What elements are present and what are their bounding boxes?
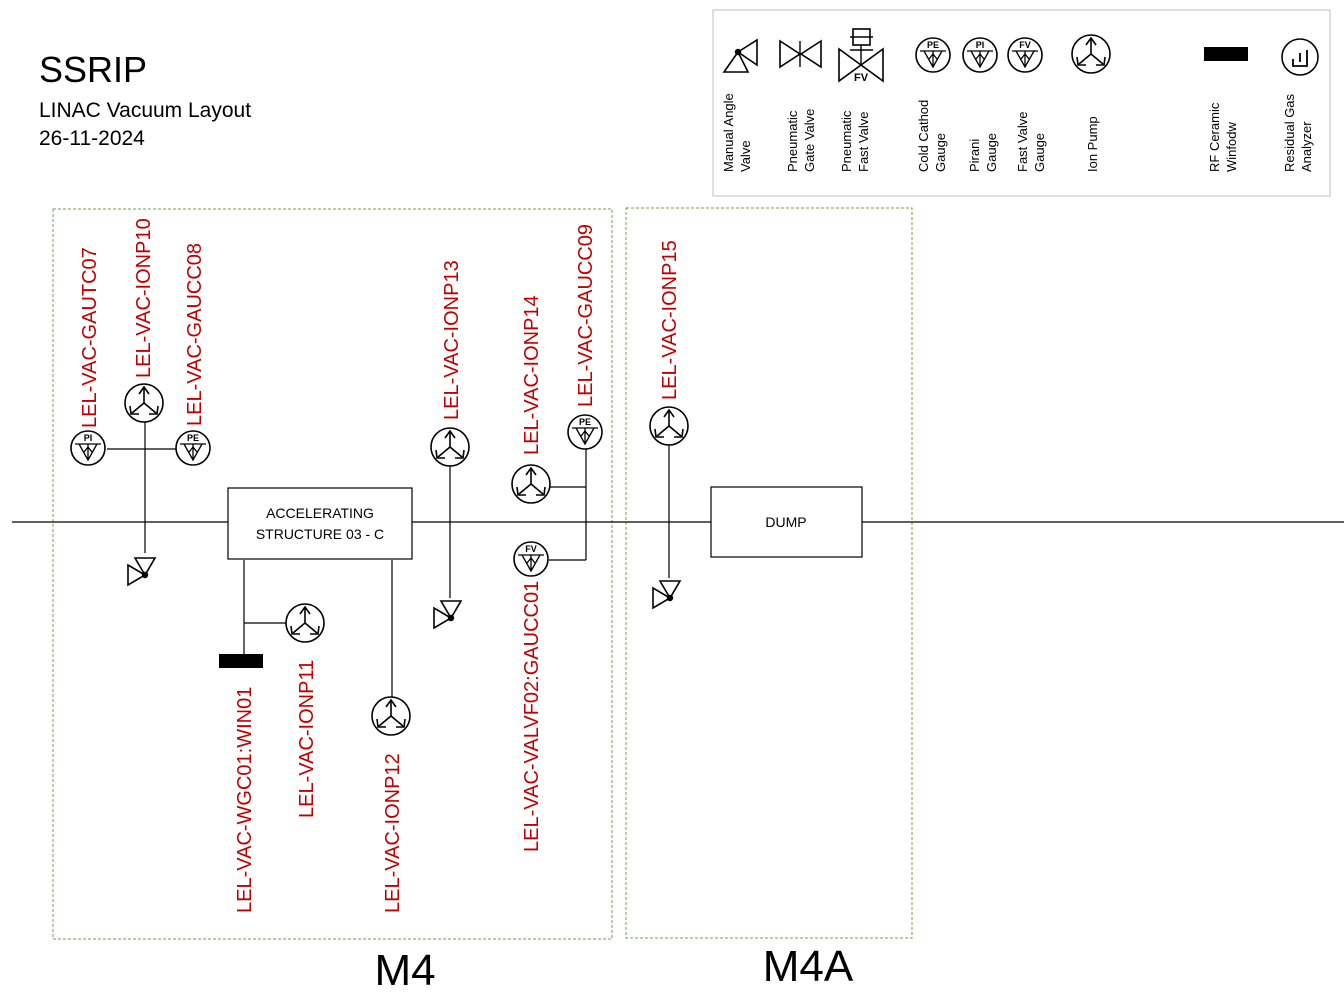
cold-cathode-gauge-icon: PE (175, 430, 211, 466)
manual-angle-valve-icon (127, 557, 156, 586)
diagram-title: SSRIP (39, 49, 148, 90)
pirani-gauge-icon: PI (70, 430, 106, 466)
tag-ionp14: LEL-VAC-IONP14 (521, 295, 543, 455)
tag-win01: LEL-VAC-WGC01:WIN01 (234, 687, 256, 913)
tag-ionp15: LEL-VAC-IONP15 (659, 240, 681, 400)
legend-label-pneumatic-fast-valve: Pneumatic Fast Valve (839, 107, 871, 172)
legend-label-ion-pump: Ion Pump (1085, 116, 1100, 172)
tag-valvf02: LEL-VAC-VALVF02:GAUCC01 (521, 581, 543, 852)
fast-valve-gauge-icon: FV (1007, 37, 1043, 73)
legend-label-residual-gas-analyzer: Residual Gas Analyzer (1282, 90, 1314, 172)
tag-ionp12: LEL-VAC-IONP12 (382, 753, 404, 913)
ion-pump-icon (124, 383, 164, 423)
tag-ionp10: LEL-VAC-IONP10 (133, 218, 155, 378)
zone-m4-label: M4 (374, 946, 435, 995)
tag-ionp11: LEL-VAC-IONP11 (296, 660, 318, 818)
tag-gaucc09: LEL-VAC-GAUCC09 (575, 224, 597, 407)
rf-ceramic-window-icon (1204, 47, 1248, 61)
rf-ceramic-window-icon (219, 654, 263, 668)
fast-valve-symbol-text: FV (854, 72, 869, 84)
ion-pump-icon (649, 406, 689, 446)
fast-valve-gauge-icon: FV (513, 541, 549, 577)
tag-gautc07: LEL-VAC-GAUTC07 (79, 247, 101, 428)
diagram-date: 26-11-2024 (39, 127, 145, 150)
diagram-subtitle: LINAC Vacuum Layout (39, 99, 252, 122)
legend: FV PE PI FV Manual Angle Valve Pneumatic (712, 9, 1331, 197)
tag-ionp13: LEL-VAC-IONP13 (441, 260, 463, 420)
cold-cathode-gauge-icon: PE (915, 37, 951, 73)
zone-m4a-frame (625, 207, 913, 939)
dump-box: DUMP (710, 486, 863, 558)
svg-text:PE: PE (187, 433, 199, 443)
ion-pump-icon (371, 696, 411, 736)
residual-gas-analyzer-icon (1281, 38, 1319, 76)
manual-angle-valve-icon (652, 580, 681, 609)
fv-symbol-text: FV (1019, 40, 1031, 50)
legend-label-pirani-gauge: Pirani Gauge (967, 133, 999, 172)
legend-label-cold-cathode-gauge: Cold Cathod Gauge (916, 96, 948, 172)
pi-symbol-text: PI (976, 40, 985, 50)
connection-lines (107, 422, 670, 697)
zone-m4-frame (52, 208, 613, 940)
accelerating-structure-label-line2: STRUCTURE 03 - C (256, 526, 384, 542)
ion-pump-icon (430, 427, 470, 467)
ion-pump-icon (285, 603, 325, 643)
ion-pump-icon (511, 464, 551, 504)
accelerating-structure-box: ACCELERATING STRUCTURE 03 - C (227, 487, 413, 560)
svg-text:PI: PI (84, 433, 93, 443)
ion-pump-icon (1071, 34, 1111, 74)
dump-label: DUMP (765, 514, 806, 530)
pe-symbol-text: PE (927, 40, 939, 50)
pirani-gauge-icon: PI (962, 37, 998, 73)
legend-label-manual-angle-valve: Manual Angle Valve (721, 90, 753, 172)
svg-text:PE: PE (579, 417, 591, 427)
manual-angle-valve-icon (722, 38, 758, 73)
accelerating-structure-label-line1: ACCELERATING (266, 505, 374, 521)
pneumatic-fast-valve-icon: FV (838, 28, 884, 84)
pneumatic-gate-valve-icon (779, 39, 822, 69)
tag-gaucc08: LEL-VAC-GAUCC08 (184, 243, 206, 426)
legend-label-pneumatic-gate-valve: Pneumatic Gate Valve (785, 107, 817, 172)
legend-label-fast-valve-gauge: Fast Valve Gauge (1015, 108, 1047, 172)
manual-angle-valve-icon (433, 600, 462, 629)
svg-text:FV: FV (525, 544, 537, 554)
legend-label-rf-ceramic-window: RF Ceramic Winfodw (1207, 99, 1239, 172)
zone-m4a-label: M4A (763, 942, 854, 991)
cold-cathode-gauge-icon: PE (567, 414, 603, 450)
